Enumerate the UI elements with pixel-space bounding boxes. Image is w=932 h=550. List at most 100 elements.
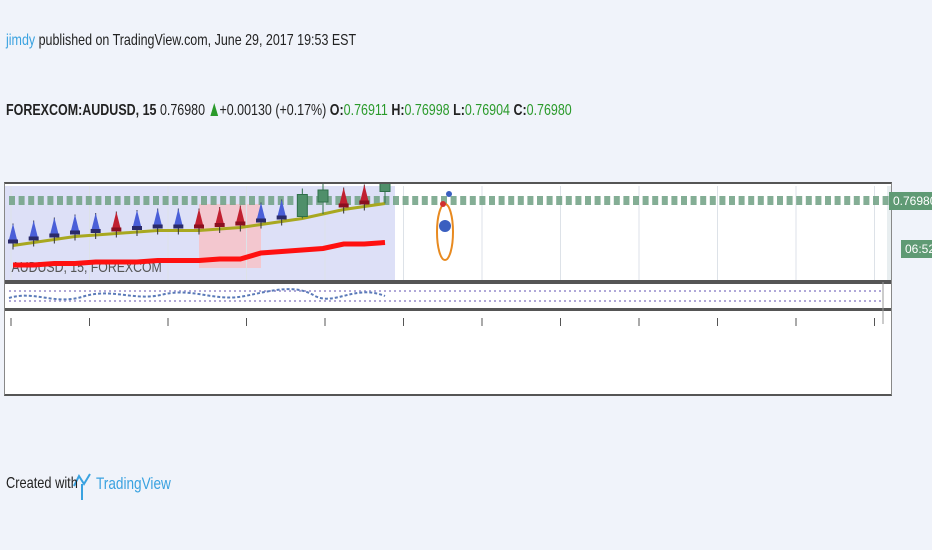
price-bar	[296, 188, 308, 219]
close-value: 0.76980	[526, 102, 572, 119]
tradingview-logo-icon[interactable]	[72, 466, 92, 502]
event-badge-icon[interactable]	[436, 191, 454, 261]
price-bar	[317, 184, 329, 214]
signal-dot	[796, 196, 803, 205]
signal-dot	[805, 196, 812, 205]
pane-separator-2	[5, 308, 891, 311]
bar-cap	[256, 218, 266, 223]
signal-dot	[853, 196, 860, 205]
bar-head	[91, 213, 100, 229]
signal-dot	[383, 196, 390, 205]
signal-dot	[229, 196, 236, 205]
signal-dot	[690, 196, 697, 205]
oscillator-line	[8, 288, 386, 301]
bar-head	[50, 217, 59, 234]
bar-head	[133, 210, 141, 226]
bar-cap	[235, 221, 246, 226]
signal-dot	[575, 196, 582, 205]
signal-dot	[777, 196, 783, 205]
bar-cap	[70, 230, 80, 235]
price-bar	[194, 208, 204, 235]
bar-head	[339, 187, 348, 204]
signal-dot	[450, 196, 457, 205]
price-bar	[90, 213, 101, 239]
pane-separator	[5, 280, 891, 284]
bar-head	[153, 208, 162, 225]
price-bar	[132, 210, 142, 236]
bar-head	[277, 199, 286, 216]
signal-dot	[738, 196, 745, 205]
signal-dot	[613, 196, 620, 205]
signal-dot	[210, 196, 217, 205]
price-bar	[214, 207, 225, 233]
chart-frame[interactable]: AUDUSD, 15, FOREXCOM 0.76980 06:52	[4, 182, 932, 396]
signal-dot	[335, 196, 342, 205]
signal-dot	[786, 196, 793, 205]
high-value: 0.76998	[404, 102, 450, 119]
bar-cap	[152, 224, 163, 229]
signal-dot	[345, 196, 351, 205]
open-value: 0.76911	[343, 102, 388, 119]
signal-dot	[767, 196, 774, 205]
signal-dot	[114, 196, 121, 205]
signal-dot	[172, 196, 179, 205]
signal-dot	[325, 196, 332, 205]
signal-dot	[287, 196, 294, 205]
signal-dot	[671, 196, 678, 205]
close-label: C:	[513, 102, 527, 119]
signal-dot	[517, 196, 524, 205]
signal-dot	[249, 196, 255, 205]
signal-dot	[95, 196, 102, 205]
signal-dot	[57, 196, 63, 205]
price-bar	[235, 205, 246, 232]
bar-cap	[214, 223, 225, 227]
signal-dot	[354, 196, 361, 205]
signal-dot	[825, 196, 831, 205]
low-label: L:	[453, 102, 465, 119]
bar-head	[195, 208, 203, 225]
bar-head	[71, 214, 79, 231]
signal-dot	[85, 196, 92, 205]
signal-dot	[201, 196, 207, 205]
symbol-name: FOREXCOM:AUDUSD, 15	[6, 102, 157, 119]
signal-dot	[604, 196, 611, 205]
signal-dot	[421, 196, 428, 205]
bar-cap	[28, 236, 39, 241]
bar-cap	[276, 215, 287, 220]
signal-dot	[757, 196, 764, 205]
oscillator-pane	[8, 288, 881, 302]
bar-cap	[359, 200, 370, 205]
signal-dot	[28, 196, 35, 205]
signal-dot	[441, 196, 447, 205]
countdown-tag: 06:52	[901, 240, 932, 258]
signal-dot	[306, 196, 313, 205]
bar-head	[174, 208, 183, 225]
signal-dot	[412, 196, 419, 205]
publish-line: jimdy published on TradingView.com, June…	[6, 32, 356, 50]
signal-dot	[181, 196, 188, 205]
signal-dot	[748, 196, 755, 205]
price-bar	[338, 187, 349, 214]
signal-dot	[834, 196, 841, 205]
axis-strip	[887, 186, 891, 284]
price-bar	[379, 184, 391, 204]
signal-dot	[76, 196, 83, 205]
signal-dot	[681, 196, 687, 205]
chart-canvas[interactable]: AUDUSD, 15, FOREXCOM	[5, 184, 891, 394]
signal-dot	[47, 196, 54, 205]
signal-dot	[37, 196, 44, 205]
signal-dot	[719, 196, 726, 205]
signal-dot	[277, 196, 284, 205]
symbol-line: FOREXCOM:AUDUSD, 15 0.76980 +0.00130 (+0…	[6, 102, 572, 120]
signal-dot	[489, 196, 495, 205]
signal-dot	[393, 196, 399, 205]
tradingview-brand[interactable]: TradingView	[96, 474, 171, 493]
signal-dot	[863, 196, 870, 205]
bar-cap	[111, 227, 122, 232]
signal-dot	[585, 196, 591, 205]
current-price-tag: 0.76980	[889, 192, 932, 210]
signal-dot	[268, 196, 275, 205]
author-link[interactable]: jimdy	[6, 32, 36, 49]
signal-dot	[469, 196, 476, 205]
signal-dot	[373, 196, 380, 205]
